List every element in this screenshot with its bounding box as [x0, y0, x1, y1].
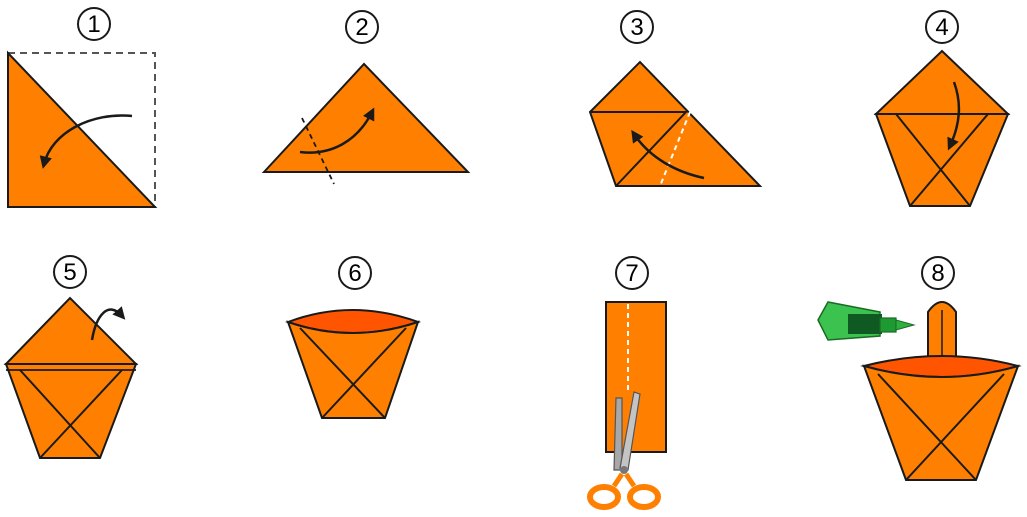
step-1-illustration	[7, 50, 158, 208]
cup-body	[286, 320, 420, 419]
crease-line	[905, 373, 1005, 481]
paper-triangle	[7, 50, 158, 208]
basket-body	[862, 364, 1020, 481]
fold-arrow-icon	[947, 81, 961, 151]
top-flap	[873, 49, 1011, 115]
step-7: 7	[587, 256, 667, 510]
paper-body	[4, 363, 138, 459]
step-1: 1	[7, 7, 158, 208]
step-6-illustration	[285, 309, 422, 419]
step-6: 6	[285, 256, 422, 419]
step-2-number-badge: 2	[345, 10, 379, 44]
top-flap	[3, 296, 139, 365]
step-2-number: 2	[355, 14, 368, 41]
step-1-number-badge: 1	[77, 7, 111, 41]
step-5-illustration	[3, 296, 139, 459]
paper-body	[874, 113, 1010, 207]
crease-line	[877, 373, 977, 481]
crease-line	[321, 327, 407, 419]
step-4-number-badge: 4	[925, 10, 959, 44]
scissors-icon	[587, 391, 661, 510]
step-7-number-badge: 7	[615, 256, 649, 290]
step-3-number: 3	[630, 14, 643, 41]
step-8-number: 8	[931, 260, 944, 287]
step-1-number: 1	[87, 11, 100, 38]
step-5-number: 5	[63, 259, 76, 286]
step-7-number: 7	[625, 260, 638, 287]
crease-line	[909, 113, 989, 207]
flap-outline	[590, 111, 689, 187]
crease-line	[895, 113, 971, 207]
paper-triangle	[261, 62, 471, 173]
fold-guide-dashed	[8, 52, 156, 207]
fold-guide-dashed	[659, 111, 691, 187]
crease-line	[19, 369, 101, 459]
step-2: 2	[261, 10, 471, 185]
step-5: 5	[3, 255, 139, 459]
fold-arrow-icon	[39, 114, 133, 169]
step-8-illustration	[817, 301, 1022, 481]
step-3: 3	[588, 10, 763, 187]
step-4-number: 4	[935, 14, 948, 41]
glue-tube-icon	[817, 301, 916, 341]
crease-line	[299, 327, 386, 419]
fold-arrow-icon	[631, 129, 705, 180]
step-6-number-badge: 6	[338, 256, 372, 290]
step-4-illustration	[873, 49, 1011, 207]
step-8-number-badge: 8	[921, 256, 955, 290]
step-2-illustration	[261, 62, 471, 185]
crease-line	[39, 369, 123, 459]
fold-back-arrow-icon	[90, 306, 126, 341]
step-6-number: 6	[348, 260, 361, 287]
step-3-number-badge: 3	[620, 10, 654, 44]
step-4: 4	[873, 10, 1011, 207]
step-3-illustration	[588, 60, 763, 187]
step-8: 8	[817, 256, 1022, 481]
step-5-number-badge: 5	[53, 255, 87, 289]
fold-arrow-icon	[299, 107, 375, 154]
step-7-illustration	[587, 301, 667, 510]
